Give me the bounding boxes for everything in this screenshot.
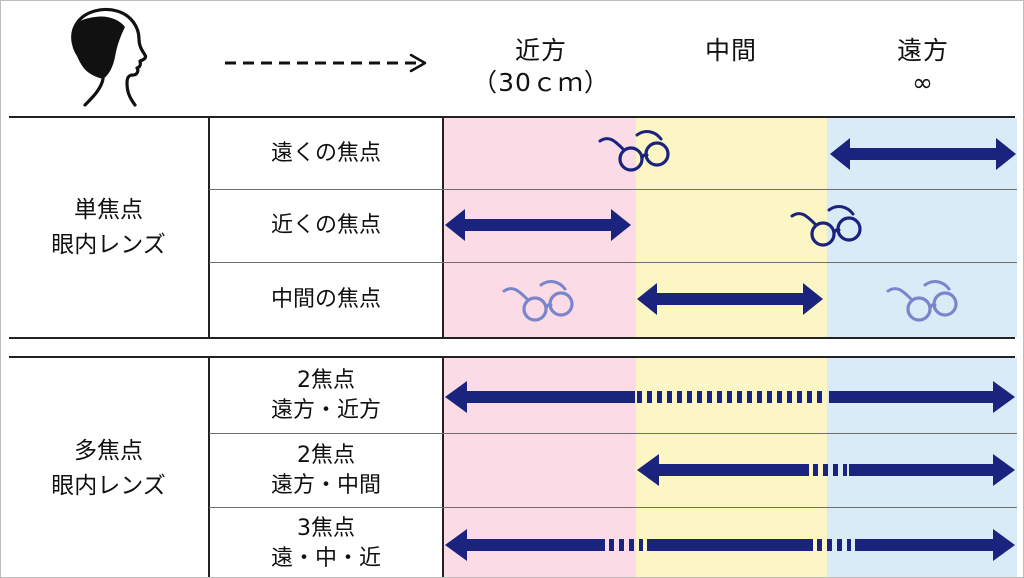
middle-focus-arrow xyxy=(637,282,827,316)
multi-group-line2: 眼内レンズ xyxy=(51,472,166,499)
glasses-icon xyxy=(885,277,965,325)
single-group-line2: 眼内レンズ xyxy=(51,231,166,258)
bifocal-far-near-arrow xyxy=(445,380,1019,414)
near-distance-label: （30ｃｍ） xyxy=(472,68,610,97)
row-label-middle-focus: 中間の焦点 xyxy=(270,287,381,312)
header-divider xyxy=(9,116,1015,118)
trifocal-arrow xyxy=(445,528,1019,562)
middle-heading: 中間 xyxy=(651,35,811,67)
near-focus-arrow xyxy=(445,208,635,242)
section-end-divider xyxy=(9,337,1015,339)
near-heading: 近方 （30ｃｍ） xyxy=(461,35,621,99)
group-column-divider-top xyxy=(208,118,210,337)
label-column-divider-bottom xyxy=(442,358,444,577)
row-label-bifocal-far-middle: 2焦点 遠方・中間 xyxy=(270,442,381,498)
row-divider-5 xyxy=(209,507,1017,508)
section-start-divider xyxy=(9,356,1015,358)
glasses-icon xyxy=(789,202,869,250)
row-label-trifocal: 3焦点 遠・中・近 xyxy=(270,515,381,571)
multi-group-line1: 多焦点 xyxy=(73,437,143,464)
single-focus-group-label: 単焦点 眼内レンズ xyxy=(9,118,208,337)
far-distance-label: ∞ xyxy=(912,68,934,97)
row-divider-1 xyxy=(209,189,1017,190)
label-column-divider-top xyxy=(442,118,444,337)
far-focus-arrow xyxy=(830,137,1020,171)
head-profile-icon xyxy=(63,5,159,109)
single-group-line1: 単焦点 xyxy=(73,196,143,223)
bifocal-far-middle-arrow xyxy=(637,453,1019,487)
near-label: 近方 xyxy=(514,36,567,65)
multi-focus-group-label: 多焦点 眼内レンズ xyxy=(9,358,208,577)
row-label-bifocal-far-near: 2焦点 遠方・近方 xyxy=(270,367,381,423)
group-column-divider-bottom xyxy=(208,358,210,577)
glasses-icon xyxy=(501,277,581,325)
row-divider-4 xyxy=(209,433,1017,434)
glasses-icon xyxy=(597,127,677,175)
row-divider-2 xyxy=(209,262,1017,263)
far-heading: 遠方 ∞ xyxy=(843,35,1003,99)
row-label-near-focus: 近くの焦点 xyxy=(270,213,381,238)
dashed-arrow-icon xyxy=(223,51,433,79)
far-label: 遠方 xyxy=(896,36,949,65)
row-label-far-focus: 遠くの焦点 xyxy=(270,140,381,166)
middle-label: 中間 xyxy=(704,36,757,65)
